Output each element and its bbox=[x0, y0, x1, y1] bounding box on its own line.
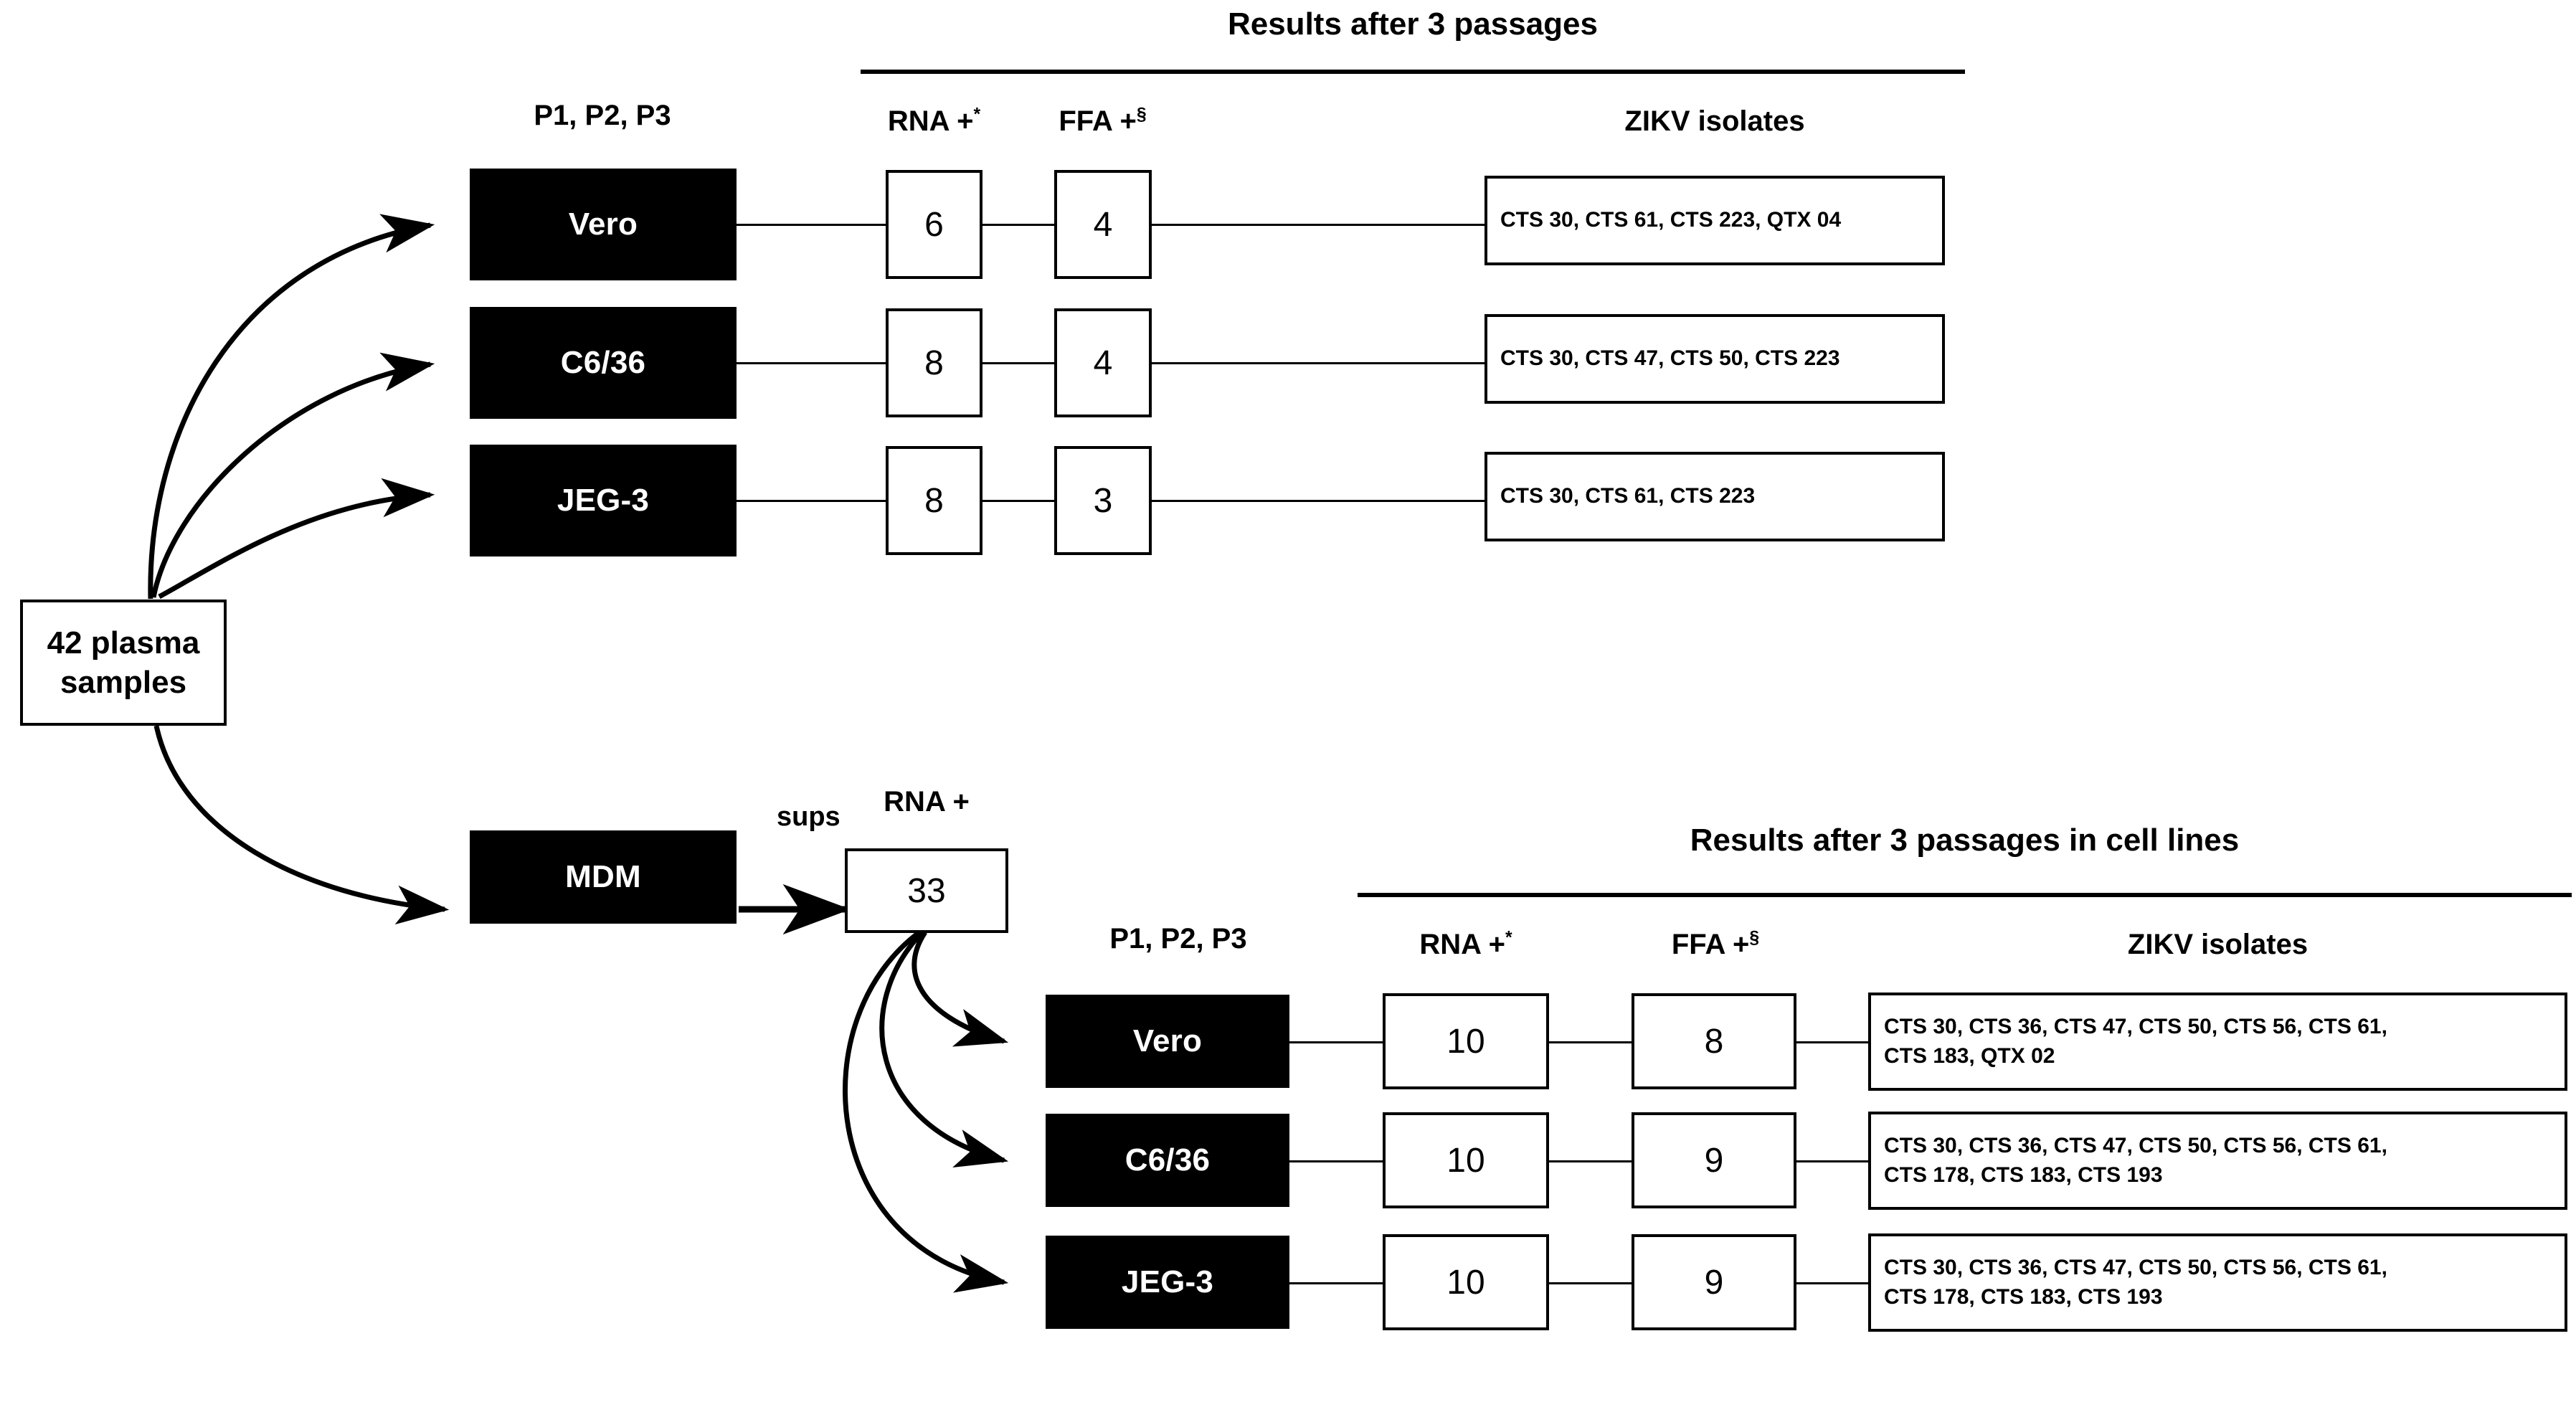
cell-line-box-vero-bottom[interactable]: Vero bbox=[1046, 995, 1289, 1088]
isolates-box-c636-bottom[interactable]: CTS 30, CTS 36, CTS 47, CTS 50, CTS 56, … bbox=[1868, 1112, 2567, 1210]
cell-line-label: JEG-3 bbox=[557, 483, 650, 518]
isolates-box-vero-bottom[interactable]: CTS 30, CTS 36, CTS 47, CTS 50, CTS 56, … bbox=[1868, 993, 2567, 1091]
cell-line-label: Vero bbox=[1132, 1023, 1203, 1058]
ffa-count-value: 3 bbox=[1093, 481, 1113, 520]
cell-line-label: Vero bbox=[568, 207, 638, 242]
mdm-label: MDM bbox=[565, 859, 641, 894]
cell-line-box-mdm[interactable]: MDM bbox=[470, 830, 737, 924]
cell-line-label: C6/36 bbox=[1124, 1142, 1211, 1178]
source-box-plasma-samples[interactable]: 42 plasma samples bbox=[20, 600, 227, 726]
arrow-rna33-to-c636 bbox=[879, 930, 1009, 1167]
isolates-box-vero-top[interactable]: CTS 30, CTS 61, CTS 223, QTX 04 bbox=[1484, 176, 1945, 265]
isolates-line-1: CTS 30, CTS 36, CTS 47, CTS 50, CTS 56, … bbox=[1884, 1256, 2387, 1279]
connector-rna-ffa-vero-top bbox=[981, 224, 1056, 226]
connector-ffa-isolates-vero-bottom bbox=[1795, 1041, 1870, 1043]
connector-vero-rna-top bbox=[737, 224, 887, 226]
plasma-line-2: samples bbox=[60, 665, 187, 700]
cell-line-label: JEG-3 bbox=[1121, 1264, 1214, 1299]
ffa-count-box-c636-top[interactable]: 4 bbox=[1054, 308, 1152, 417]
column-header-rna-top: RNA +* bbox=[887, 105, 981, 137]
isolates-text: CTS 30, CTS 47, CTS 50, CTS 223 bbox=[1500, 346, 1840, 371]
connector-ffa-isolates-vero-top bbox=[1150, 224, 1487, 226]
cell-line-box-c636-top[interactable]: C6/36 bbox=[470, 307, 737, 419]
connector-ffa-isolates-c636-top bbox=[1150, 362, 1487, 364]
ffa-count-box-vero-bottom[interactable]: 8 bbox=[1632, 993, 1796, 1089]
connector-c636-rna-top bbox=[737, 362, 887, 364]
connector-ffa-isolates-jeg3-bottom bbox=[1795, 1282, 1870, 1284]
rna-count-box-c636-top[interactable]: 8 bbox=[886, 308, 982, 417]
plasma-line-1: 42 plasma bbox=[47, 625, 200, 660]
rna-count-box-vero-bottom[interactable]: 10 bbox=[1383, 993, 1549, 1089]
rna-count-box-jeg3-bottom[interactable]: 10 bbox=[1383, 1234, 1549, 1330]
connector-rna-ffa-jeg3-top bbox=[981, 500, 1056, 502]
rna-count-value: 10 bbox=[1446, 1141, 1485, 1180]
rna-count-value: 10 bbox=[1446, 1263, 1485, 1302]
column-header-rna-bottom: RNA +* bbox=[1419, 928, 1512, 960]
rna-count-value: 10 bbox=[1446, 1022, 1485, 1061]
cell-line-box-c636-bottom[interactable]: C6/36 bbox=[1046, 1114, 1289, 1207]
rna-count-box-c636-bottom[interactable]: 10 bbox=[1383, 1112, 1549, 1208]
passage-label-bottom: P1, P2, P3 bbox=[1109, 923, 1247, 955]
ffa-count-box-vero-top[interactable]: 4 bbox=[1054, 170, 1152, 279]
ffa-count-value: 9 bbox=[1704, 1141, 1724, 1180]
isolates-text: CTS 30, CTS 61, CTS 223 bbox=[1500, 484, 1756, 508]
arrow-rna33-to-vero bbox=[911, 931, 1009, 1047]
connector-rna-ffa-c636-top bbox=[981, 362, 1056, 364]
column-header-isolates-bottom: ZIKV isolates bbox=[2127, 929, 2309, 960]
rna-count-box-vero-top[interactable]: 6 bbox=[886, 170, 982, 279]
isolates-line-2: CTS 178, CTS 183, CTS 193 bbox=[1884, 1162, 2163, 1187]
connector-ffa-isolates-c636-bottom bbox=[1795, 1160, 1870, 1162]
rna-count-value: 8 bbox=[924, 481, 944, 520]
ffa-count-value: 4 bbox=[1093, 205, 1113, 244]
arrow-plasma-to-vero bbox=[148, 214, 435, 600]
rna-count-value: 33 bbox=[907, 871, 946, 910]
connector-ffa-isolates-jeg3-top bbox=[1150, 500, 1487, 502]
arrow-plasma-to-jeg3 bbox=[158, 478, 435, 600]
section-rule-direct bbox=[861, 70, 1965, 74]
ffa-count-box-c636-bottom[interactable]: 9 bbox=[1632, 1112, 1796, 1208]
cell-line-label: C6/36 bbox=[560, 345, 646, 380]
cell-line-box-jeg3-top[interactable]: JEG-3 bbox=[470, 445, 737, 556]
ffa-count-box-jeg3-top[interactable]: 3 bbox=[1054, 446, 1152, 555]
column-header-ffa-top: FFA +§ bbox=[1059, 105, 1147, 137]
connector-vero-rna-bottom bbox=[1289, 1041, 1384, 1043]
arrow-plasma-to-mdm bbox=[153, 725, 450, 925]
rna-count-value: 8 bbox=[924, 344, 944, 382]
passage-label-top: P1, P2, P3 bbox=[534, 100, 671, 131]
ffa-count-value: 8 bbox=[1704, 1022, 1724, 1061]
section-title-direct: Results after 3 passages bbox=[1227, 6, 1599, 42]
arrow-plasma-to-c636 bbox=[151, 352, 435, 598]
isolates-box-jeg3-top[interactable]: CTS 30, CTS 61, CTS 223 bbox=[1484, 452, 1945, 541]
column-header-rna-mdm: RNA + bbox=[884, 786, 970, 818]
connector-rna-ffa-vero-bottom bbox=[1548, 1041, 1634, 1043]
isolates-line-2: CTS 178, CTS 183, CTS 193 bbox=[1884, 1284, 2163, 1309]
cell-line-box-jeg3-bottom[interactable]: JEG-3 bbox=[1046, 1236, 1289, 1329]
ffa-count-box-jeg3-bottom[interactable]: 9 bbox=[1632, 1234, 1796, 1330]
ffa-count-value: 9 bbox=[1704, 1263, 1724, 1302]
isolates-box-jeg3-bottom[interactable]: CTS 30, CTS 36, CTS 47, CTS 50, CTS 56, … bbox=[1868, 1233, 2567, 1332]
column-header-isolates-top: ZIKV isolates bbox=[1624, 105, 1805, 137]
isolates-line-1: CTS 30, CTS 36, CTS 47, CTS 50, CTS 56, … bbox=[1884, 1134, 2387, 1157]
isolates-box-c636-top[interactable]: CTS 30, CTS 47, CTS 50, CTS 223 bbox=[1484, 314, 1945, 404]
connector-jeg3-rna-bottom bbox=[1289, 1282, 1384, 1284]
connector-rna-ffa-c636-bottom bbox=[1548, 1160, 1634, 1162]
cell-line-box-vero-top[interactable]: Vero bbox=[470, 169, 737, 280]
column-header-ffa-bottom: FFA +§ bbox=[1671, 928, 1760, 960]
section-title-mdm: Results after 3 passages in cell lines bbox=[1690, 823, 2240, 858]
rna-count-value: 6 bbox=[924, 205, 944, 244]
isolates-text: CTS 30, CTS 61, CTS 223, QTX 04 bbox=[1500, 208, 1842, 232]
isolates-line-1: CTS 30, CTS 36, CTS 47, CTS 50, CTS 56, … bbox=[1884, 1015, 2387, 1038]
isolates-line-2: CTS 183, QTX 02 bbox=[1884, 1043, 2055, 1068]
ffa-count-value: 4 bbox=[1093, 344, 1113, 382]
arrow-rna33-to-jeg3 bbox=[842, 930, 1009, 1293]
section-rule-mdm bbox=[1358, 893, 2572, 897]
rna-count-box-jeg3-top[interactable]: 8 bbox=[886, 446, 982, 555]
connector-jeg3-rna-top bbox=[737, 500, 887, 502]
sups-label: sups bbox=[777, 802, 840, 832]
connector-c636-rna-bottom bbox=[1289, 1160, 1384, 1162]
rna-count-box-mdm[interactable]: 33 bbox=[845, 848, 1008, 933]
connector-rna-ffa-jeg3-bottom bbox=[1548, 1282, 1634, 1284]
